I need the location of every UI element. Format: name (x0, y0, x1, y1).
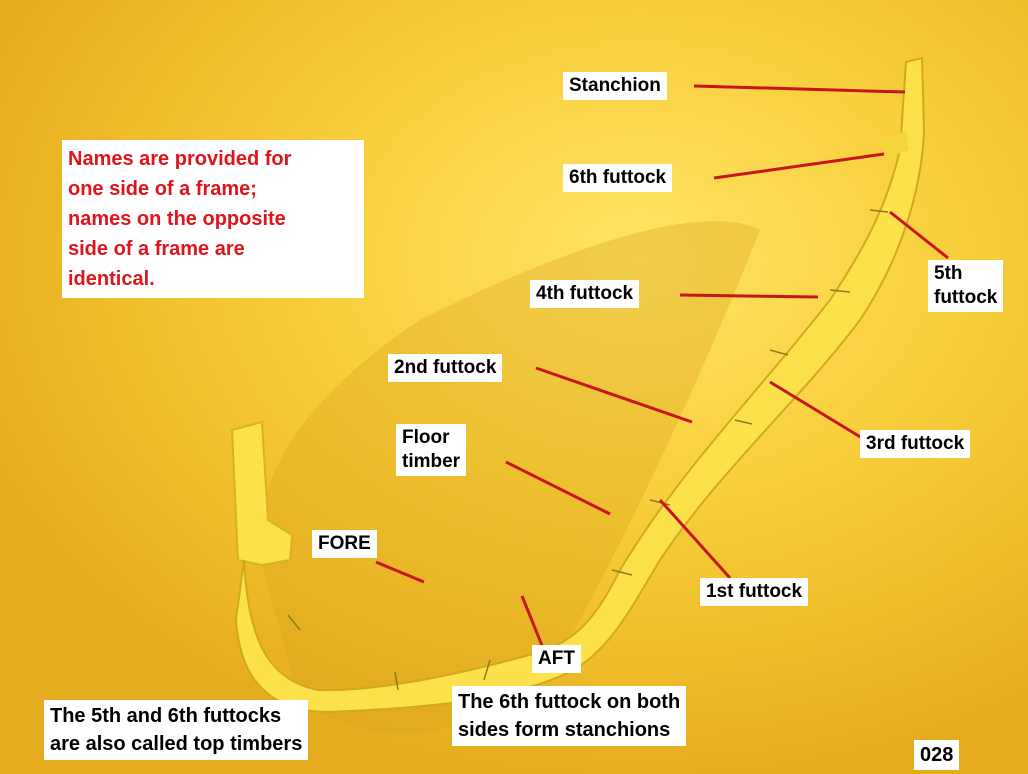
label-stanchion: Stanchion (563, 72, 667, 100)
label-3rd-futtock: 3rd futtock (860, 430, 970, 458)
label-aft: AFT (532, 645, 581, 673)
caption-stanchions: The 6th futtock on both sides form stanc… (452, 686, 686, 746)
label-fore: FORE (312, 530, 377, 558)
explanatory-note: Names are provided for one side of a fra… (62, 140, 364, 298)
label-1st-futtock: 1st futtock (700, 578, 808, 606)
leader-4th-futtock (680, 295, 818, 297)
label-4th-futtock: 4th futtock (530, 280, 639, 308)
label-floor-timber: Floor timber (396, 424, 466, 476)
label-5th-futtock: 5th futtock (928, 260, 1003, 312)
leader-6th-futtock (714, 154, 884, 178)
caption-top-timbers: The 5th and 6th futtocks are also called… (44, 700, 308, 760)
label-2nd-futtock: 2nd futtock (388, 354, 502, 382)
label-6th-futtock: 6th futtock (563, 164, 672, 192)
page-number: 028 (914, 740, 959, 770)
leader-stanchion (694, 86, 905, 92)
